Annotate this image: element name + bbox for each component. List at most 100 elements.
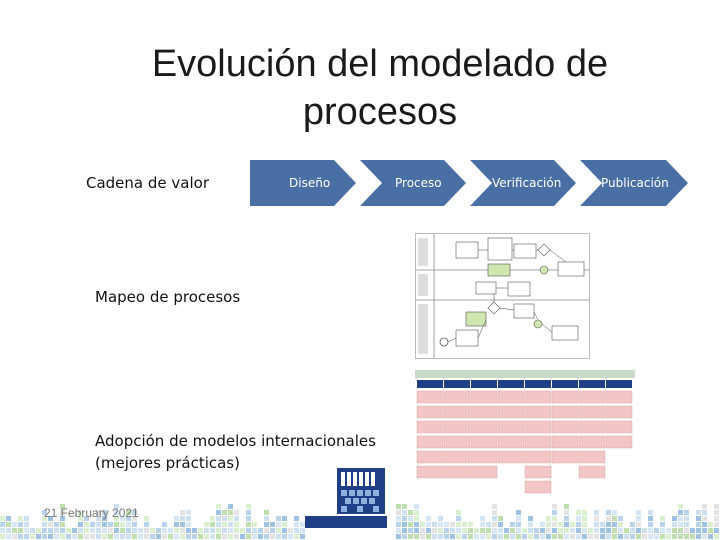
footer-pixel	[654, 528, 659, 533]
footer-pixel	[486, 534, 491, 539]
footer-pixel	[540, 522, 545, 527]
footer-pixel	[6, 534, 11, 539]
footer-pixel	[414, 528, 419, 533]
footer-pixel	[402, 528, 407, 533]
footer-pixel	[408, 534, 413, 539]
footer-pixel	[222, 510, 227, 515]
footer-pixel	[0, 522, 5, 527]
footer-pixel	[576, 522, 581, 527]
footer-pixel	[660, 534, 665, 539]
footer-pixel	[18, 516, 23, 521]
table-cell	[497, 390, 525, 404]
footer-pixel	[576, 510, 581, 515]
footer-pixel	[126, 510, 131, 515]
footer-pixel	[456, 522, 461, 527]
footer-pixel	[30, 534, 35, 539]
footer-pixel	[6, 528, 11, 533]
table-cell	[524, 465, 552, 479]
footer-pixel	[702, 528, 707, 533]
footer-pixel	[402, 510, 407, 515]
footer-pixel	[450, 522, 455, 527]
footer-pixel	[138, 528, 143, 533]
footer-pixel	[36, 528, 41, 533]
footer-pixel	[474, 534, 479, 539]
footer-pixel	[96, 528, 101, 533]
footer-pixel	[498, 522, 503, 527]
footer-pixel	[48, 534, 53, 539]
footer-pixel	[666, 534, 671, 539]
footer-pixel	[228, 522, 233, 527]
footer-pixel	[492, 510, 497, 515]
footer-pixel	[408, 510, 413, 515]
footer-pixel	[78, 510, 83, 515]
table-cell	[416, 390, 444, 404]
footer-pixel	[624, 528, 629, 533]
table-cell	[497, 450, 525, 464]
footer-pixel	[276, 528, 281, 533]
footer-pixel	[474, 528, 479, 533]
footer-pixel	[174, 522, 179, 527]
footer-pixel	[132, 528, 137, 533]
footer-pixel	[264, 516, 269, 521]
footer-pixel	[210, 528, 215, 533]
footer-pixel	[96, 522, 101, 527]
footer-pixel	[144, 534, 149, 539]
footer-pixel	[24, 522, 29, 527]
footer-pixel	[606, 534, 611, 539]
footer-pixel	[648, 528, 653, 533]
footer-pixel	[168, 528, 173, 533]
table-cell	[470, 450, 498, 464]
footer-pixel	[564, 522, 569, 527]
footer-pixel	[696, 510, 701, 515]
footer-pixel	[180, 528, 185, 533]
footer-pixel	[678, 534, 683, 539]
footer-pixel	[636, 516, 641, 521]
footer-pixel	[42, 528, 47, 533]
footer-pixel	[120, 522, 125, 527]
footer-pixel	[516, 510, 521, 515]
footer-pixel	[492, 516, 497, 521]
footer-pixel	[564, 510, 569, 515]
footer-pixel	[600, 534, 605, 539]
footer-pixel	[546, 522, 551, 527]
footer-pixel	[438, 534, 443, 539]
footer-pixel	[588, 534, 593, 539]
footer-pixel	[414, 516, 419, 521]
footer-pixel	[264, 522, 269, 527]
footer-pixel	[690, 534, 695, 539]
footer-pixel	[618, 516, 623, 521]
footer-pixel	[564, 504, 569, 509]
footer-pixel	[678, 528, 683, 533]
footer-pixel	[402, 516, 407, 521]
footer-pixel	[54, 528, 59, 533]
footer-pixel	[216, 516, 221, 521]
footer-pixel	[552, 504, 557, 509]
footer-pixel	[420, 522, 425, 527]
chevron-label-verificacion: Verificación	[492, 176, 562, 190]
footer-pixel	[420, 534, 425, 539]
footer-pixel	[480, 522, 485, 527]
footer-pixel	[222, 528, 227, 533]
footer-pixel	[714, 522, 719, 527]
footer-pixel	[582, 516, 587, 521]
footer-pixel	[678, 522, 683, 527]
footer-pixel	[606, 522, 611, 527]
footer-pixel	[486, 522, 491, 527]
footer-pixel	[276, 522, 281, 527]
footer-pixel	[672, 528, 677, 533]
footer-pixel	[582, 510, 587, 515]
footer-pixel	[282, 522, 287, 527]
footer-pixel	[618, 522, 623, 527]
footer-pixel	[630, 522, 635, 527]
cadena-de-valor-label: Cadena de valor	[86, 174, 209, 192]
table-cell	[551, 390, 579, 404]
footer-pixel	[282, 528, 287, 533]
table-cell	[497, 435, 525, 449]
footer-pixel	[702, 504, 707, 509]
table-cell	[551, 450, 579, 464]
footer-pixel	[234, 510, 239, 515]
footer-pixel	[660, 516, 665, 521]
chevron-label-proceso: Proceso	[395, 176, 442, 190]
footer-pixel	[444, 534, 449, 539]
footer-pixel	[618, 528, 623, 533]
